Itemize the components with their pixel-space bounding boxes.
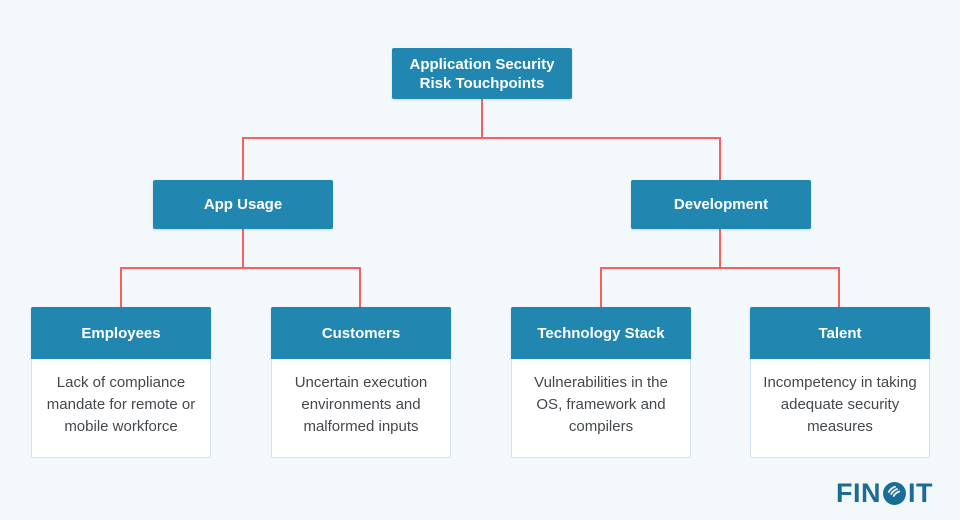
leaf-employees-description: Lack of compliance mandate for remote or… (31, 359, 211, 458)
leaf-employees-title: Employees (31, 307, 211, 359)
leaf-card-technology-stack: Technology Stack Vulnerabilities in the … (511, 307, 691, 458)
finoit-logo-prefix: FIN (836, 478, 881, 508)
connector-app-usage-horizontal (120, 267, 361, 269)
finoit-logo: FIN IT (836, 480, 933, 507)
leaf-customers-description: Uncertain execution environments and mal… (271, 359, 451, 458)
finoit-globe-icon (881, 481, 908, 506)
connector-to-employees (120, 267, 122, 307)
connector-to-app-usage (242, 137, 244, 180)
leaf-technology-stack-description: Vulnerabilities in the OS, framework and… (511, 359, 691, 458)
connector-app-usage-down (242, 229, 244, 267)
branch-app-usage-label: App Usage (203, 196, 283, 213)
branch-development-label: Development (673, 196, 769, 213)
connector-development-horizontal (600, 267, 840, 269)
leaf-technology-stack-title: Technology Stack (511, 307, 691, 359)
connector-to-technology-stack (600, 267, 602, 307)
connector-to-talent (838, 267, 840, 307)
branch-node-development: Development (631, 180, 811, 229)
leaf-talent-description: Incompetency in taking adequate security… (750, 359, 930, 458)
connector-development-down (719, 229, 721, 267)
leaf-customers-title: Customers (271, 307, 451, 359)
branch-node-app-usage: App Usage (153, 180, 333, 229)
connector-to-customers (359, 267, 361, 307)
leaf-card-employees: Employees Lack of compliance mandate for… (31, 307, 211, 458)
root-node-label: Application Security Risk Touchpoints (409, 55, 555, 92)
root-node-application-security-risk-touchpoints: Application Security Risk Touchpoints (392, 48, 572, 99)
connector-level1-horizontal (242, 137, 721, 139)
connector-root-down (481, 99, 483, 137)
leaf-talent-title: Talent (750, 307, 930, 359)
leaf-card-talent: Talent Incompetency in taking adequate s… (750, 307, 930, 458)
finoit-logo-suffix: IT (908, 478, 933, 508)
connector-to-development (719, 137, 721, 180)
leaf-card-customers: Customers Uncertain execution environmen… (271, 307, 451, 458)
